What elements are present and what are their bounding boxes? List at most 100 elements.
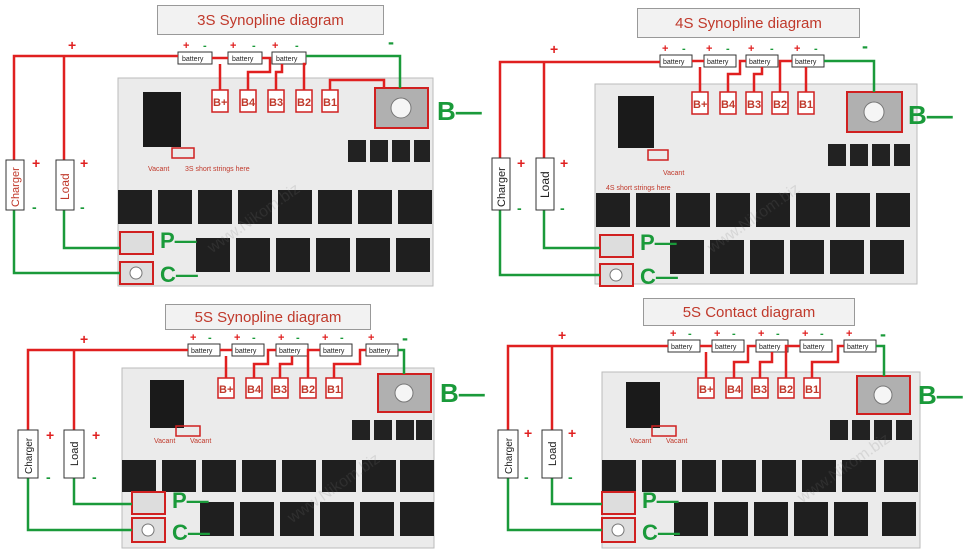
- plus-sign: +: [92, 427, 100, 443]
- panel-title: 4S Synopline diagram: [637, 8, 860, 38]
- minus-sign: -: [203, 40, 207, 52]
- mosfet-row-bottom: [674, 502, 916, 536]
- minus-sign: -: [252, 332, 256, 344]
- p-minus-terminal-box: [599, 234, 634, 258]
- resistor-row: [352, 420, 432, 440]
- battery-label: battery: [235, 348, 257, 355]
- panel-4s: 4S Synopline diagram B+ B4 B3: [490, 0, 980, 290]
- battery-label: battery: [759, 344, 781, 351]
- plus-sign: +: [758, 328, 764, 340]
- plus-sign: +: [517, 155, 525, 171]
- minus-sign: -: [560, 200, 565, 216]
- load-box: [541, 429, 563, 479]
- minus-sign: -: [80, 199, 85, 215]
- c-minus-screw: [129, 266, 143, 280]
- plus-sign: +: [368, 332, 374, 344]
- resistor-row: [830, 420, 912, 440]
- charger-box: [5, 159, 25, 211]
- wiring-diagram-4s: B+ B4 B3 B2 B1 battery battery battery b…: [491, 36, 953, 289]
- pad-label: B+: [699, 384, 713, 396]
- vacant-pads: [171, 147, 195, 159]
- mosfet-row-top: [602, 460, 918, 492]
- control-chip: [626, 382, 660, 428]
- battery-label: battery: [279, 348, 301, 355]
- vacant-label: Vacant: [666, 438, 687, 445]
- pad-label: B+: [693, 99, 707, 111]
- plus-sign: +: [32, 155, 40, 171]
- plus-sign: +: [560, 155, 568, 171]
- p-minus-label: P—: [640, 230, 677, 255]
- b-minus-label: B—: [908, 100, 953, 130]
- plus-sign: +: [278, 332, 284, 344]
- pad-label: B2: [779, 384, 793, 396]
- plus-sign: +: [68, 37, 76, 53]
- plus-sign: +: [714, 328, 720, 340]
- pad-label: B4: [727, 384, 742, 396]
- minus-sign: -: [862, 36, 868, 56]
- panel-title: 5S Contact diagram: [643, 298, 855, 326]
- pad-label: B2: [297, 97, 311, 109]
- b-minus-screw: [394, 383, 414, 403]
- vacant-label: Vacant: [148, 166, 169, 173]
- wiring-diagram-3s: B+ B4 B3 B2 B1 battery battery battery +: [5, 32, 482, 287]
- pad-label: B+: [219, 384, 233, 396]
- c-minus-screw: [609, 268, 623, 282]
- plus-sign: +: [794, 43, 800, 55]
- b-minus-label: B—: [918, 380, 963, 410]
- minus-sign: -: [568, 469, 573, 485]
- minus-sign: -: [402, 328, 408, 348]
- battery-label: battery: [671, 344, 693, 351]
- short-strings-label: 3S short strings here: [185, 166, 250, 173]
- wiring-diagram-5s-synopline: B+ B4 B3 B2 B1 battery battery battery b…: [17, 328, 485, 549]
- control-chip: [143, 92, 181, 147]
- plus-sign: +: [670, 328, 676, 340]
- b-minus-label: B—: [437, 96, 482, 126]
- plus-sign: +: [46, 427, 54, 443]
- charger-box: [17, 429, 39, 479]
- minus-sign: -: [340, 332, 344, 344]
- minus-sign: -: [770, 43, 774, 55]
- p-minus-terminal-box: [131, 491, 166, 515]
- load-box: [535, 157, 555, 211]
- p-minus-label: P—: [160, 228, 197, 253]
- c-minus-screw: [611, 523, 625, 537]
- plus-sign: +: [550, 41, 558, 57]
- b-minus-screw: [390, 97, 412, 119]
- pad-label: B1: [323, 97, 337, 109]
- plus-sign: +: [846, 328, 852, 340]
- charger-box: [497, 429, 519, 479]
- vacant-pads: [647, 149, 669, 161]
- battery-label: battery: [749, 59, 771, 66]
- plus-sign: +: [80, 331, 88, 347]
- mosfet-row-top: [596, 193, 910, 227]
- panel-title: 5S Synopline diagram: [165, 304, 371, 330]
- pad-label: B4: [721, 99, 736, 111]
- plus-sign: +: [190, 332, 196, 344]
- p-minus-label: P—: [642, 488, 679, 513]
- minus-sign: -: [92, 469, 97, 485]
- c-minus-label: C—: [640, 264, 678, 289]
- vacant-pads: [175, 425, 201, 437]
- minus-sign: -: [814, 43, 818, 55]
- pad-label: B1: [327, 384, 341, 396]
- battery-cell: [271, 51, 307, 65]
- resistor-row: [348, 140, 430, 162]
- vacant-label: Vacant: [630, 438, 651, 445]
- minus-sign: -: [776, 328, 780, 340]
- vacant-pads: [651, 425, 677, 437]
- minus-sign: -: [732, 328, 736, 340]
- c-minus-label: C—: [642, 520, 680, 545]
- mosfet-row-top: [122, 460, 434, 492]
- plus-sign: +: [568, 425, 576, 441]
- plus-sign: +: [748, 43, 754, 55]
- battery-label: battery: [369, 348, 391, 355]
- minus-sign: -: [688, 328, 692, 340]
- c-minus-label: C—: [172, 520, 210, 545]
- minus-sign: -: [524, 469, 529, 485]
- vacant-label: Vacant: [154, 438, 175, 445]
- plus-sign: +: [524, 425, 532, 441]
- wiring-diagram-5s-contact: B+ B4 B3 B2 B1 battery battery battery b…: [497, 324, 963, 549]
- panel-5s-contact: 5S Contact diagram B+ B4 B3 B: [490, 290, 980, 551]
- load-box: [63, 429, 85, 479]
- plus-sign: +: [230, 40, 236, 52]
